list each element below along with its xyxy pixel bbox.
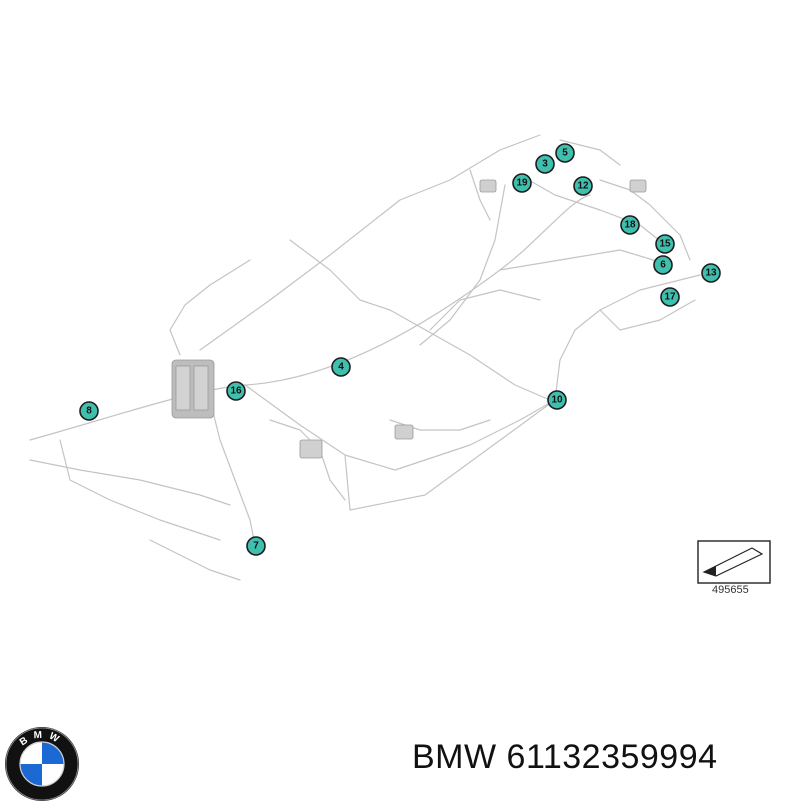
callout-marker [701, 263, 721, 283]
reference-icon [697, 540, 771, 584]
connector-block [171, 179, 647, 459]
callout-label: 3 [542, 159, 548, 170]
callout-marker [653, 255, 673, 275]
callout-marker [331, 357, 351, 377]
callout-marker [512, 173, 532, 193]
callout-marker [660, 287, 680, 307]
callout-label: 4 [338, 362, 344, 373]
callout-marker [555, 143, 575, 163]
callout-layer: 5 3 19 12 18 15 6 13 17 4 16 10 8 7 [79, 143, 721, 556]
brand-name: BMW [412, 738, 497, 776]
callout-marker [246, 536, 266, 556]
part-number: 61132359994 [506, 738, 718, 776]
callout-6: 6 [653, 255, 673, 275]
callout-label: 7 [253, 541, 259, 552]
callout-15: 15 [655, 234, 675, 254]
callout-marker [226, 381, 246, 401]
callout-19: 19 [512, 173, 532, 193]
callout-marker [547, 390, 567, 410]
callout-label: 12 [577, 181, 589, 192]
part-caption: BMW 61132359994 [412, 738, 718, 777]
callout-label: 17 [664, 292, 676, 303]
callout-17: 17 [660, 287, 680, 307]
callout-7: 7 [246, 536, 266, 556]
bmw-logo-icon: BMW [5, 727, 79, 801]
callout-label: 16 [230, 386, 242, 397]
callout-label: 19 [516, 178, 528, 189]
callout-marker [79, 401, 99, 421]
callout-4: 4 [331, 357, 351, 377]
callout-3: 3 [535, 154, 555, 174]
callout-marker [535, 154, 555, 174]
callout-12: 12 [573, 176, 593, 196]
callout-5: 5 [555, 143, 575, 163]
callout-marker [620, 215, 640, 235]
callout-marker [655, 234, 675, 254]
reference-number: 495655 [712, 584, 749, 596]
callout-16: 16 [226, 381, 246, 401]
callout-label: 8 [86, 406, 92, 417]
callout-label: 10 [551, 395, 563, 406]
callout-10: 10 [547, 390, 567, 410]
callout-13: 13 [701, 263, 721, 283]
wiring-harness-lines [29, 134, 701, 581]
callout-label: 13 [705, 268, 717, 279]
callout-8: 8 [79, 401, 99, 421]
callout-label: 15 [659, 239, 671, 250]
callout-label: 6 [660, 260, 666, 271]
callout-label: 5 [562, 148, 568, 159]
callout-18: 18 [620, 215, 640, 235]
callout-marker [573, 176, 593, 196]
callout-label: 18 [624, 220, 636, 231]
